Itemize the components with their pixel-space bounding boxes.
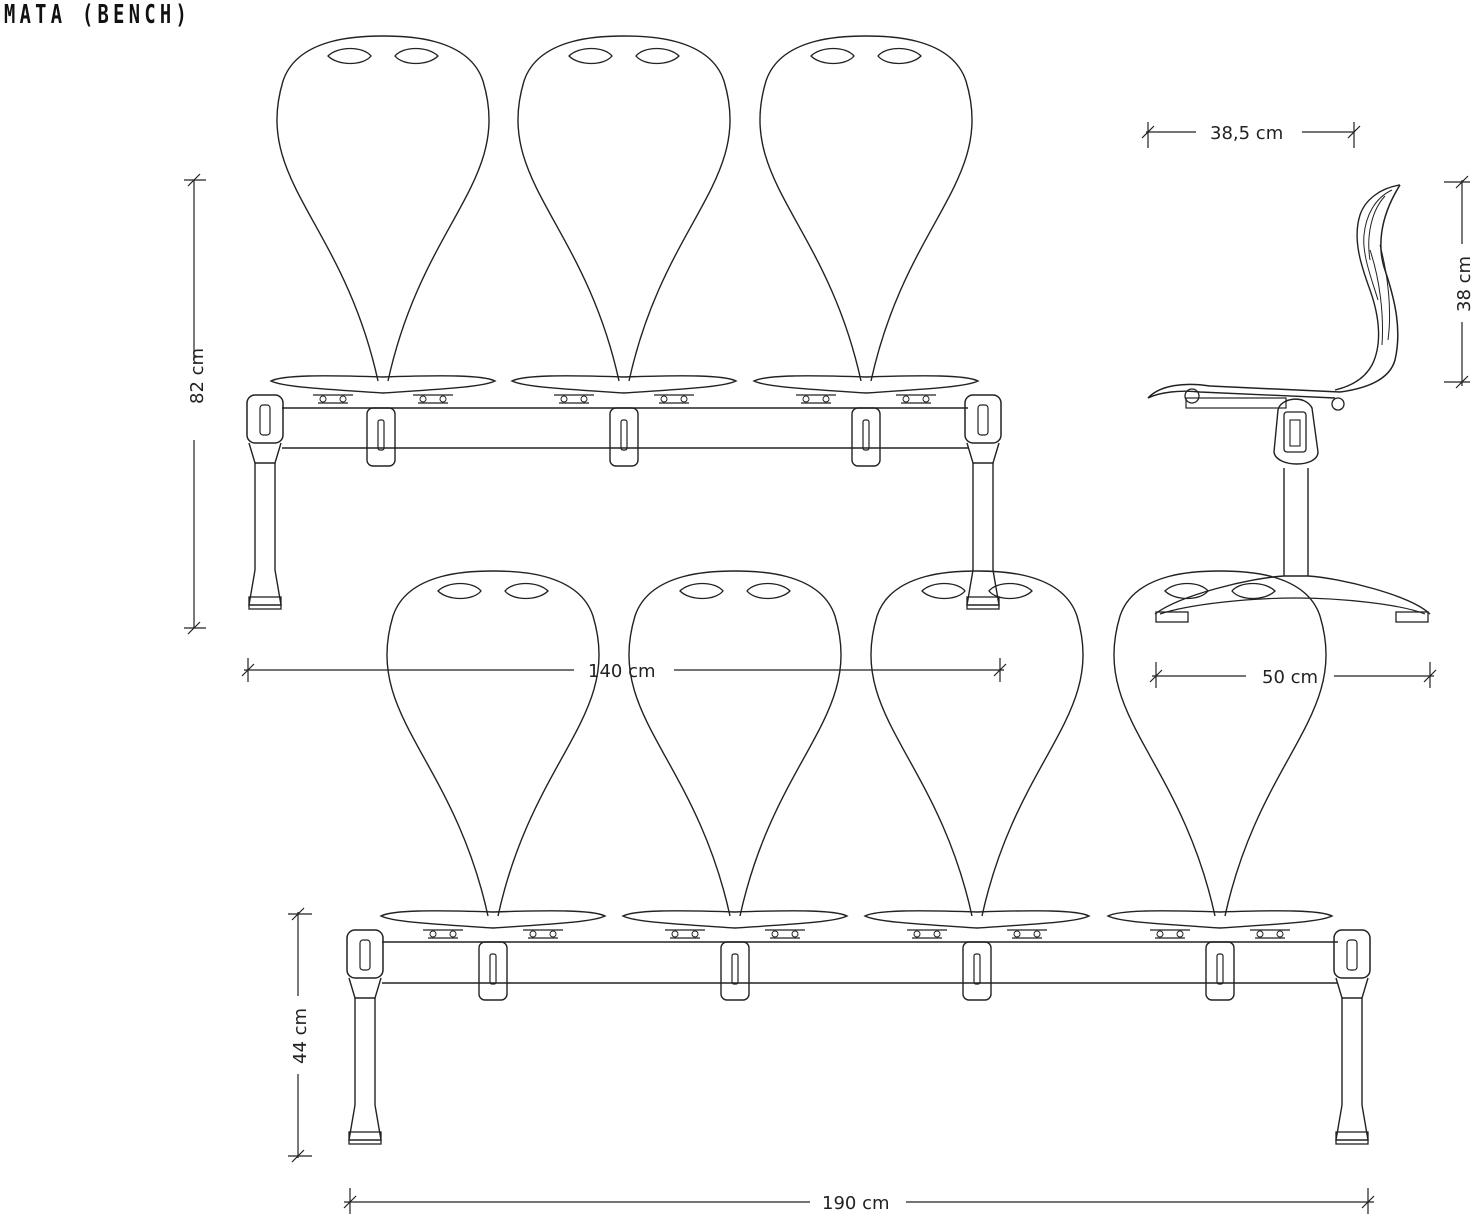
bottom-bench-seat-1 [380, 570, 606, 939]
top-bench-front-view [246, 35, 1002, 610]
bottom-bench-clamp [720, 941, 750, 1001]
top-bench-beam [282, 407, 968, 449]
bottom-bench-seat-4 [1107, 570, 1333, 939]
dimension-label-82cm: 82 cm [187, 348, 208, 404]
top-bench-right-leg [964, 394, 1002, 610]
dimension-label-140cm: 140 cm [588, 661, 656, 682]
top-bench-clamp [851, 407, 881, 467]
bottom-bench-clamp [962, 941, 992, 1001]
bottom-bench-seat-2 [622, 570, 848, 939]
dimension-label-190cm: 190 cm [822, 1193, 890, 1214]
top-bench-seat-1 [270, 35, 496, 404]
bottom-bench-clamp [1205, 941, 1235, 1001]
bottom-bench-seat-3 [864, 570, 1090, 939]
top-bench-seat-2 [511, 35, 737, 404]
bottom-bench-clamp [478, 941, 508, 1001]
top-bench-clamp [609, 407, 639, 467]
dimension-38-5cm: 38,5 cm [1141, 122, 1361, 148]
page-title: MATA (BENCH) [4, 0, 192, 30]
top-bench-clamp [366, 407, 396, 467]
bottom-bench-beam [382, 941, 1338, 984]
bottom-bench-right-leg [1333, 929, 1371, 1145]
dimension-82cm: 82 cm [184, 173, 208, 635]
top-bench-seat-3 [753, 35, 979, 404]
dimension-label-44cm: 44 cm [290, 1008, 311, 1064]
dimension-label-50cm: 50 cm [1262, 667, 1318, 688]
top-bench-left-leg [246, 394, 284, 610]
dimension-140cm: 140 cm [241, 658, 1007, 682]
dimension-38cm: 38 cm [1444, 175, 1472, 389]
dimension-label-38-5cm: 38,5 cm [1210, 123, 1283, 144]
dimension-44cm: 44 cm [288, 907, 312, 1163]
bottom-bench-left-leg [346, 929, 384, 1145]
dimension-190cm: 190 cm [343, 1188, 1375, 1214]
bottom-bench-front-view [346, 570, 1371, 1145]
dimension-label-38cm: 38 cm [1454, 256, 1472, 312]
dimension-50cm: 50 cm [1149, 662, 1437, 688]
side-view-chair [1147, 184, 1431, 623]
